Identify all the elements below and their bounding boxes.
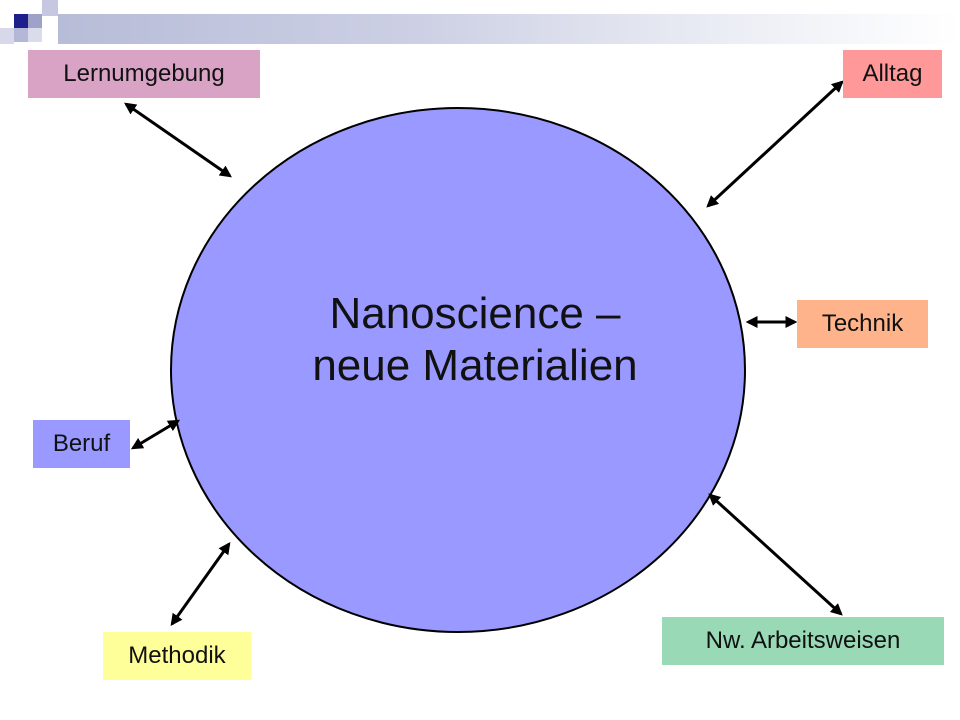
center-title: Nanoscience – neue Materialien [240, 288, 710, 392]
label-nw-arbeitsweisen: Nw. Arbeitsweisen [662, 617, 944, 665]
arrow-methodik [170, 542, 231, 626]
header-decoration-square [14, 28, 28, 42]
arrow-nw-arbeitsweisen [708, 493, 843, 616]
label-technik: Technik [797, 300, 928, 348]
label-alltag: Alltag [843, 50, 942, 98]
header-decoration-square [14, 14, 28, 28]
header-decoration-bar [58, 14, 960, 44]
arrow-lernumgebung [124, 102, 232, 178]
label-beruf: Beruf [33, 420, 130, 468]
label-methodik: Methodik [103, 632, 251, 680]
arrow-beruf [130, 419, 181, 450]
header-decoration-square [28, 28, 42, 42]
center-circle [170, 107, 746, 633]
arrow-alltag [706, 80, 844, 208]
center-title-line-2: neue Materialien [312, 341, 638, 390]
header-decoration-square [42, 0, 58, 16]
header-decoration-square [0, 28, 14, 44]
label-lernumgebung: Lernumgebung [28, 50, 260, 98]
header-decoration-square [28, 14, 42, 28]
center-title-line-1: Nanoscience – [329, 289, 621, 338]
